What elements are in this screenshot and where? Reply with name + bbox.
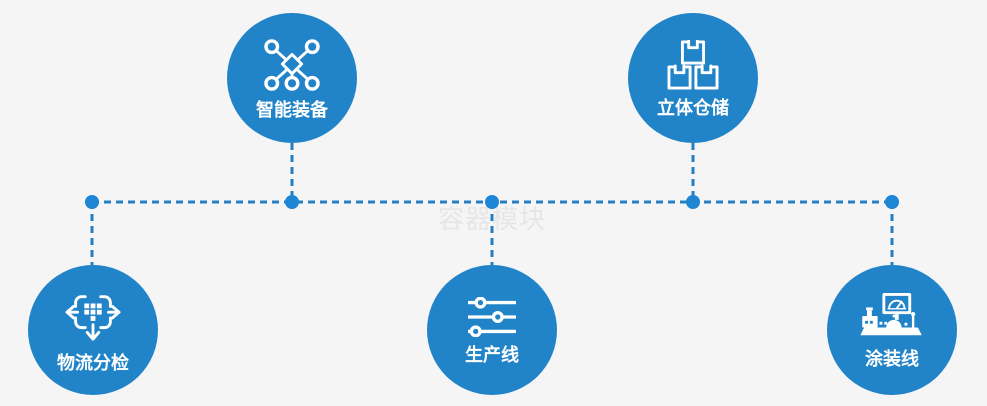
node-warehouse: 立体仓储 bbox=[628, 13, 758, 143]
junction-dot bbox=[485, 195, 499, 209]
junction-dot bbox=[285, 195, 299, 209]
stacked-boxes-icon bbox=[667, 39, 719, 90]
junction-dot bbox=[85, 195, 99, 209]
junction-dot bbox=[885, 195, 899, 209]
node-label: 立体仓储 bbox=[657, 97, 729, 118]
node-production-line: 生产线 bbox=[427, 265, 557, 395]
node-painting-line: 涂装线 bbox=[827, 265, 957, 395]
network-icon bbox=[264, 38, 320, 91]
node-logistics-sorting: 物流分检 bbox=[28, 265, 158, 395]
node-label: 涂装线 bbox=[865, 348, 919, 369]
node-label: 智能装备 bbox=[256, 99, 328, 120]
node-label: 物流分检 bbox=[57, 352, 129, 373]
sorting-arrows-icon bbox=[65, 294, 121, 341]
control-console-icon bbox=[860, 292, 922, 335]
sliders-icon bbox=[468, 296, 516, 337]
junction-dot bbox=[686, 195, 700, 209]
node-smart-equipment: 智能装备 bbox=[227, 13, 357, 143]
node-label: 生产线 bbox=[465, 344, 519, 365]
